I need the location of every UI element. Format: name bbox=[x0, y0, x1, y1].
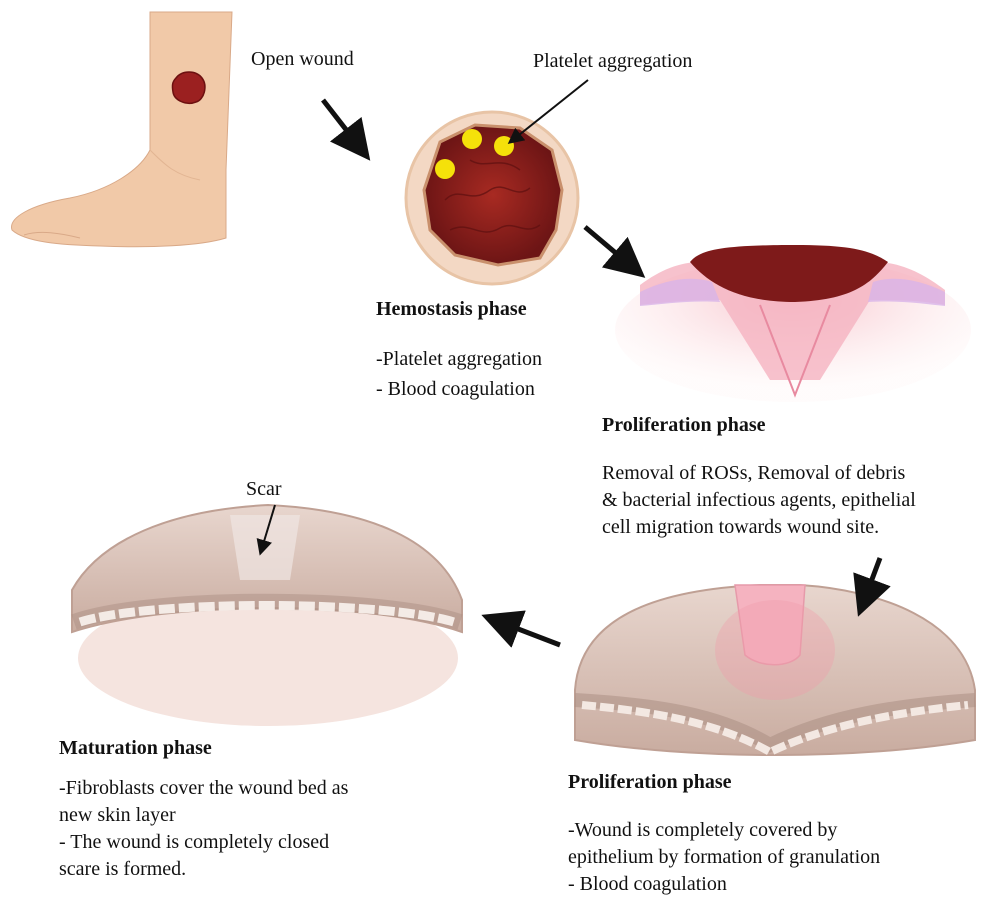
proliferation-pointer bbox=[865, 558, 880, 598]
platelet-dot bbox=[435, 159, 455, 179]
hemostasis-line-1: -Platelet aggregation bbox=[376, 347, 542, 371]
leg-wound bbox=[172, 72, 204, 103]
proliferation-tissue bbox=[575, 585, 975, 755]
maturation-tissue bbox=[72, 505, 462, 726]
arrow-to-proliferation bbox=[585, 227, 630, 265]
leg-illustration bbox=[12, 12, 232, 247]
hemostasis-line-2: - Blood coagulation bbox=[376, 377, 535, 401]
platelet-dot bbox=[462, 129, 482, 149]
proliferation-title-2: Proliferation phase bbox=[568, 771, 732, 794]
arrow-to-maturation bbox=[500, 622, 560, 645]
proliferation-wound-section bbox=[615, 245, 971, 402]
proliferation-description-1: Removal of ROSs, Removal of debris & bac… bbox=[602, 460, 916, 541]
maturation-description: -Fibroblasts cover the wound bed as new … bbox=[59, 775, 348, 883]
proliferation-title-1: Proliferation phase bbox=[602, 414, 766, 437]
hemostasis-wound bbox=[406, 112, 578, 284]
hemostasis-title: Hemostasis phase bbox=[376, 298, 527, 321]
scar-label: Scar bbox=[246, 477, 282, 501]
platelet-aggregation-label: Platelet aggregation bbox=[533, 49, 692, 73]
open-wound-label: Open wound bbox=[251, 47, 354, 71]
arrow-to-hemostasis bbox=[323, 100, 358, 145]
platelet-pointer bbox=[514, 80, 588, 139]
maturation-title: Maturation phase bbox=[59, 737, 212, 760]
proliferation-description-2: -Wound is completely covered by epitheli… bbox=[568, 817, 880, 898]
platelet-dot bbox=[494, 136, 514, 156]
